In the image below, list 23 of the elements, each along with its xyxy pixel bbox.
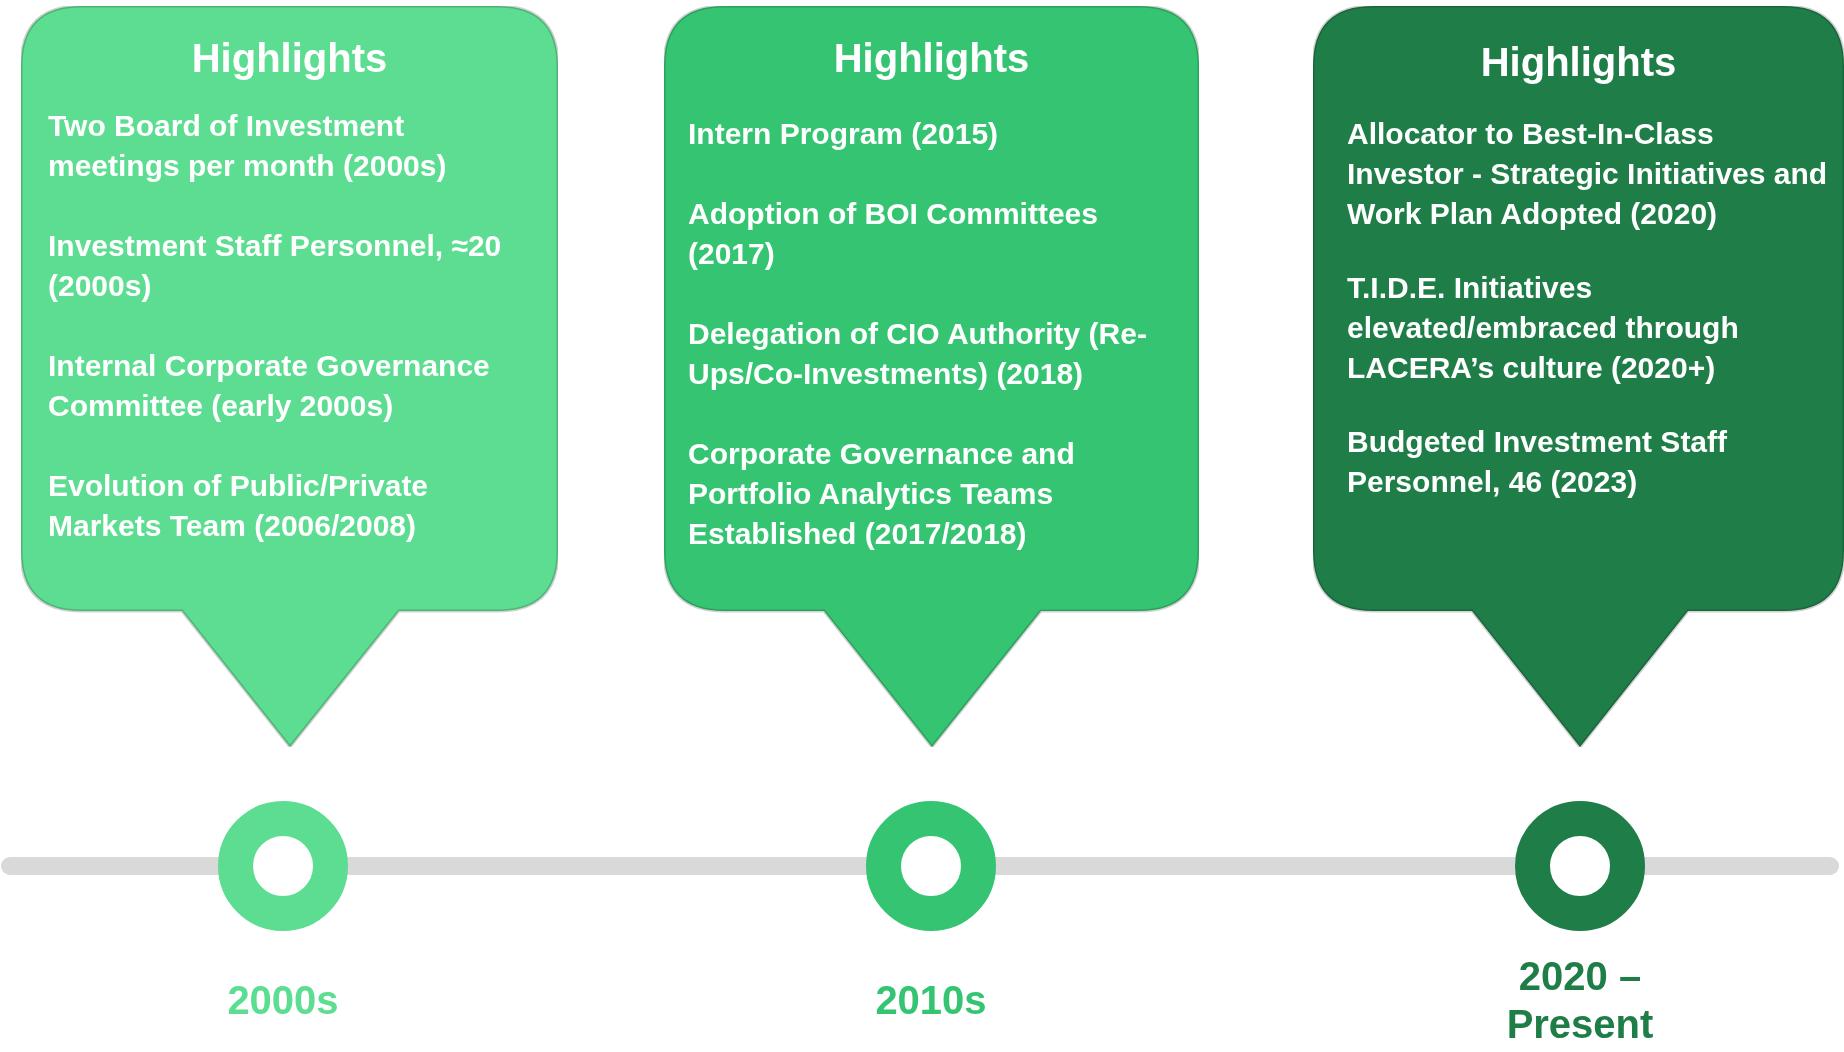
- ring-marker: [1515, 801, 1645, 931]
- ring-marker: [866, 801, 996, 931]
- callout-heading: Highlights: [190, 36, 389, 81]
- year-label: 2020 – Present: [1505, 953, 1655, 1048]
- highlight-text: Corporate Governance and Portfolio Analytics Teams Established (2017/2018): [688, 436, 1076, 552]
- callout-heading: Highlights: [832, 36, 1031, 81]
- highlight-text: Allocator to Best-In-Class Investor - Strategic Initiatives and Work Plan Adopted (2020): [1347, 116, 1829, 232]
- callout-box: [1313, 6, 1844, 747]
- highlight-text: Two Board of Investment meetings per month (2000s): [48, 108, 448, 184]
- highlight-text: Budgeted Investment Staff Personnel, 46 (2023): [1347, 424, 1729, 500]
- year-label: 2000s: [226, 977, 340, 1024]
- year-label: 2010s: [874, 977, 988, 1024]
- callout-heading: Highlights: [1479, 40, 1678, 85]
- highlight-text: T.I.D.E. Initiatives elevated/embraced through LACERA’s culture (2020+): [1347, 270, 1740, 386]
- ring-marker: [218, 801, 348, 931]
- highlight-text: Evolution of Public/Private Markets Team (2006/2008): [48, 468, 430, 544]
- highlight-text: Adoption of BOI Committees (2017): [688, 196, 1099, 272]
- highlight-text: Delegation of CIO Authority (Re-Ups/Co-Investments) (2018): [688, 316, 1148, 392]
- highlight-text: Investment Staff Personnel, ≈20 (2000s): [48, 228, 503, 304]
- highlight-text: Intern Program (2015): [688, 116, 1000, 152]
- callout-box: [664, 6, 1199, 747]
- callout-box: [21, 6, 558, 747]
- highlight-text: Internal Corporate Governance Committee (early 2000s): [48, 348, 491, 424]
